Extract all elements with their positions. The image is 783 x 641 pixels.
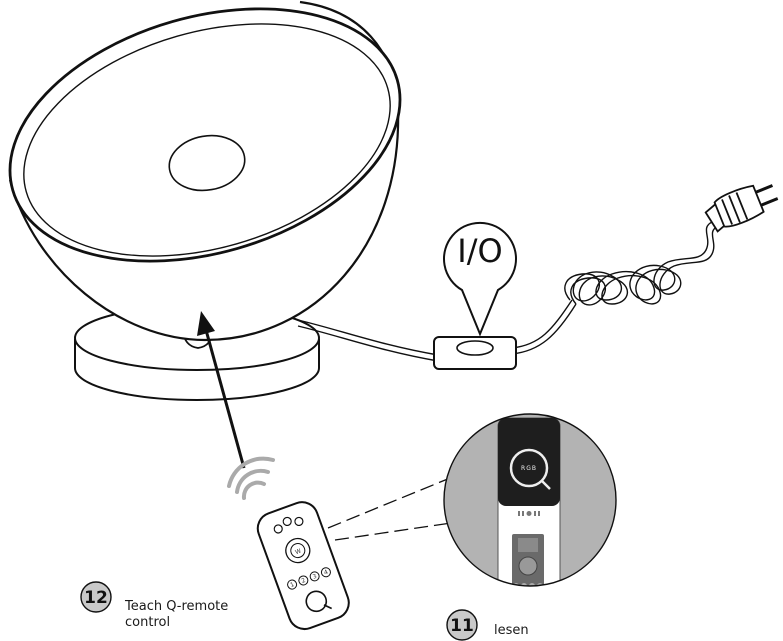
power-plug-icon [704,184,779,233]
teach-arrow [197,311,246,469]
step-text-line1: Teach Q-remote [124,599,228,614]
inline-switch [433,336,517,370]
wifi-signal-icon [227,456,275,500]
svg-text:2: 2 [301,577,307,585]
step-text-line2: control [125,615,170,630]
svg-text:4: 4 [323,569,329,577]
switch-callout: I/O [443,221,517,337]
remote-top-button-center [282,516,292,527]
svg-text:1: 1 [289,581,295,589]
remote-closeup-indicator [518,511,540,516]
remote-closeup-top [498,418,560,506]
step-text-line1: lesen [494,623,529,638]
power-cable [297,221,719,362]
q-logo-icon [509,448,551,490]
led-disc [168,134,246,192]
zoom-circle: RGB [443,413,617,587]
step-number: 12 [84,588,108,608]
switch-label: I/O [457,232,502,270]
step-12: 12 Teach Q-remote control [80,581,228,630]
switch-rocker [456,340,494,356]
remote-control: W 1 2 3 4 [256,501,350,631]
remote-top-button-left [273,524,283,534]
step-badge [80,581,112,613]
remote-number-buttons: 1 2 3 4 [287,567,331,590]
step-badge [446,609,478,641]
lamp-bowl [8,0,402,342]
remote-logo-text: RGB [521,465,537,472]
svg-text:3: 3 [312,573,318,581]
step-11: 11 lesen [446,609,529,641]
q-logo-icon [305,590,332,613]
zoom-lines [327,475,459,541]
step-number: 11 [450,616,474,636]
svg-text:W: W [294,548,302,557]
remote-top-button-right [294,516,304,527]
